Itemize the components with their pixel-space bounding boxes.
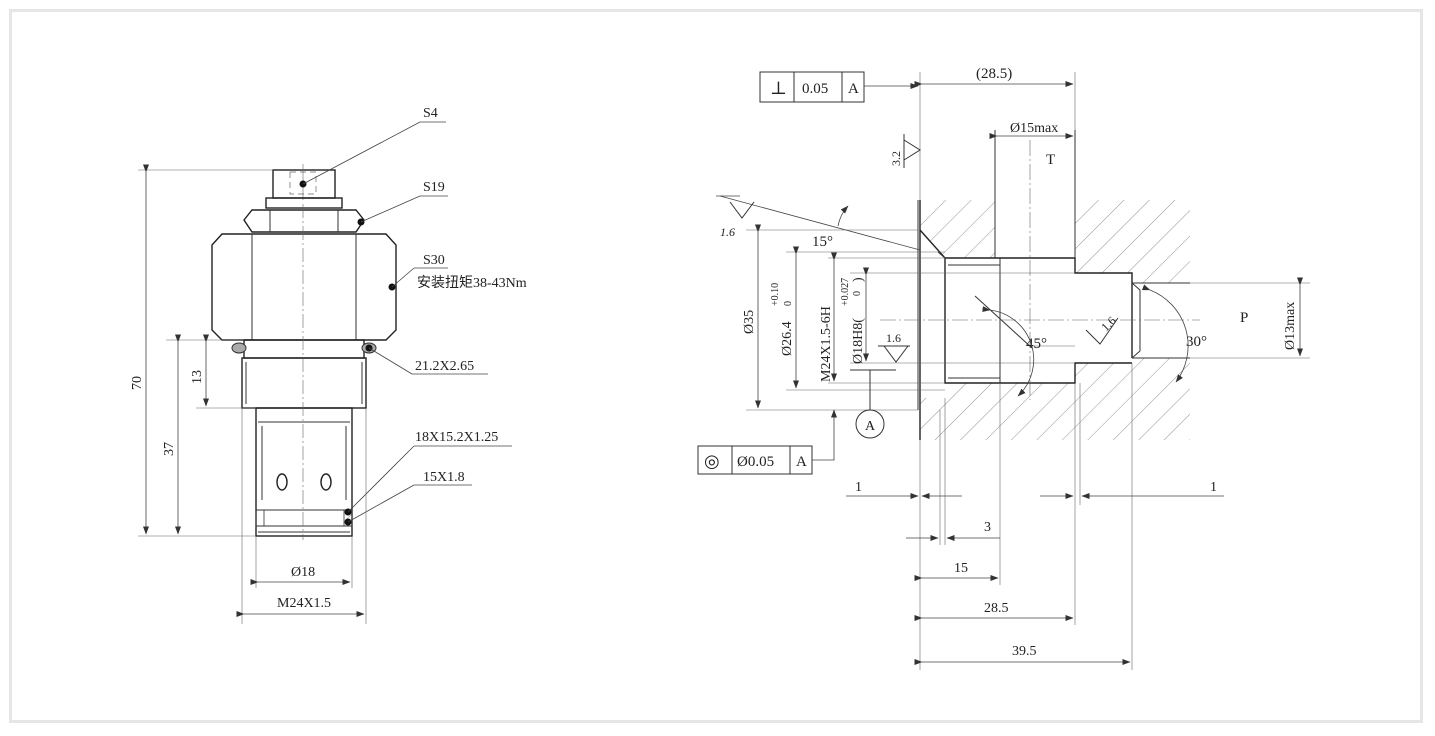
concentricity-symbol: ◎	[704, 451, 720, 471]
angle-45: 45°	[1026, 336, 1047, 352]
dim-dia13max: Ø13max	[1283, 302, 1298, 350]
right-diameter-dimensions: 1.6 15° Ø35 Ø26.4 +0.10 0 M24X1.5-6H Ø18…	[697, 201, 1075, 475]
label-oring-21-2: 21.2X2.65	[415, 359, 474, 374]
dim-37: 37	[162, 442, 177, 456]
cavity-section	[716, 130, 1200, 440]
perpendicularity-frame	[759, 71, 865, 103]
dim-39-5: 39.5	[1012, 644, 1037, 659]
dim-1-left: 1	[855, 480, 862, 495]
oring-21-2-left	[231, 342, 247, 354]
dim-dia26-tol-up: +0.10	[770, 283, 781, 306]
conc-datum: A	[796, 454, 807, 470]
conc-value: Ø0.05	[737, 454, 774, 470]
lock-nut-s19	[243, 209, 365, 233]
port-hole-right	[320, 473, 332, 491]
label-s4: S4	[423, 106, 438, 121]
dim-28-5-ref: (28.5)	[976, 66, 1012, 82]
thread-section	[241, 357, 367, 409]
dim-dia18-tol-up: +0.027	[840, 278, 851, 306]
dim-m24-6h: M24X1.5-6H	[819, 306, 834, 382]
dim-dia15max: Ø15max	[1010, 121, 1058, 136]
label-s19: S19	[423, 180, 445, 195]
roughness-3-2: 3.2	[889, 151, 903, 166]
dim-70: 70	[130, 376, 145, 390]
spool-body	[255, 407, 353, 537]
datum-a-bubble	[855, 409, 885, 439]
left-labels: S4 S19 S30 安装扭矩38-43Nm 21.2X2.65 18X15.2…	[415, 106, 527, 485]
roughness-1-6-c: 1.6	[1098, 314, 1119, 335]
roughness-1-6-a: 1.6	[720, 225, 735, 239]
valve-side-view	[211, 164, 397, 540]
port-p: P	[1240, 310, 1248, 326]
dim-28-5: 28.5	[984, 601, 1009, 616]
label-torque: 安装扭矩38-43Nm	[417, 275, 527, 291]
dim-dia18h8: Ø18H8(	[851, 318, 866, 364]
left-dimensions: 70 37 13 Ø18 M24X1.5	[130, 164, 367, 624]
hex-body-s30	[211, 233, 397, 341]
roughness-1-6-b: 1.6	[886, 331, 901, 345]
dim-m24: M24X1.5	[277, 596, 331, 611]
perp-value: 0.05	[802, 81, 828, 97]
label-oring-15: 15X1.8	[423, 470, 465, 485]
dim-15: 15	[954, 561, 968, 576]
dim-dia35: Ø35	[742, 310, 757, 334]
perpendicular-symbol: ⊥	[770, 78, 787, 98]
label-s30: S30	[423, 253, 445, 268]
dim-1-right: 1	[1210, 480, 1217, 495]
angle-30: 30°	[1186, 334, 1207, 350]
datum-a-label: A	[865, 419, 876, 434]
dim-dia26-tol-low: 0	[783, 301, 794, 306]
dim-dia18-tol-low: 0	[852, 291, 863, 296]
left-leaders	[299, 121, 512, 526]
right-bottom-dimensions: 1 1 3 15 28.5 39.5	[846, 363, 1224, 670]
port-t: T	[1046, 152, 1055, 168]
dim-dia18: Ø18	[291, 565, 315, 580]
perp-datum: A	[848, 81, 859, 97]
angle-15: 15°	[812, 234, 833, 250]
label-seal-18: 18X15.2X1.25	[415, 430, 498, 445]
concentricity-frame	[697, 445, 813, 475]
port-hole-left	[276, 473, 288, 491]
dim-13: 13	[190, 370, 205, 384]
dim-dia26-4: Ø26.4	[780, 321, 795, 356]
right-top-dimensions: (28.5) Ø15max T ⊥ 0.05 A 3.2	[759, 66, 1076, 200]
dim-dia18-close: )	[851, 277, 866, 282]
dim-3: 3	[984, 520, 991, 535]
